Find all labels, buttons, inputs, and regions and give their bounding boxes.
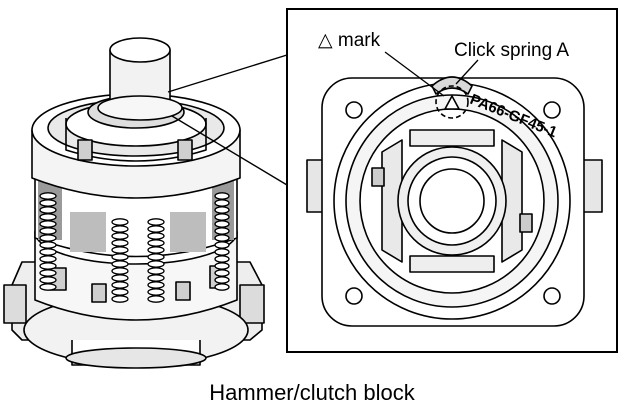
spring-coil [39, 255, 57, 263]
spindle-top [109, 37, 171, 63]
spring-coil [214, 234, 230, 242]
spring-coil [147, 288, 165, 296]
base-tab-left [3, 284, 27, 324]
spring-coil [147, 218, 165, 226]
bolt-hole-br [543, 287, 561, 305]
spring-coil [111, 218, 129, 226]
spring-coil [214, 220, 230, 228]
housing-top-view [306, 76, 603, 327]
spring-coil [147, 260, 165, 268]
spring-coil [39, 227, 57, 235]
coil-springs [39, 192, 230, 303]
spring-coil [39, 262, 57, 270]
spring-coil [39, 199, 57, 207]
triangle-icon [443, 94, 461, 110]
spring-coil [39, 283, 57, 291]
triangle-mark-label: △ mark [318, 30, 381, 51]
spring-coil [111, 274, 129, 282]
spring-coil [39, 248, 57, 256]
spring-coil [214, 213, 230, 221]
spring-coil [214, 199, 230, 207]
spring-coil [39, 192, 57, 200]
spring-coil [111, 267, 129, 275]
spring-coil [111, 239, 129, 247]
bolt-hole-tr [543, 101, 561, 119]
spring-coil [147, 225, 165, 233]
spring-coil [214, 269, 230, 277]
spring-coil [39, 213, 57, 221]
triangle-mark-highlight [435, 85, 469, 119]
spring-coil [111, 232, 129, 240]
spring-coil [147, 281, 165, 289]
bolt-hole-bl [345, 287, 363, 305]
spring-coil [147, 274, 165, 282]
triangle-mark [435, 85, 469, 119]
spring-coil [214, 255, 230, 263]
spring-coil [147, 232, 165, 240]
spring-coil [39, 269, 57, 277]
spring-coil [214, 206, 230, 214]
spring-coil [111, 260, 129, 268]
spring-coil [111, 225, 129, 233]
center-bore-inner [419, 168, 485, 234]
block-upper [31, 37, 241, 199]
spring-coil [147, 253, 165, 261]
click-spring-label: Click spring A [454, 40, 569, 61]
spring-coil [111, 281, 129, 289]
spring-coil [147, 239, 165, 247]
leader-lines [384, 51, 479, 97]
spring-coil [39, 206, 57, 214]
spring-coil [214, 283, 230, 291]
spring-coil [214, 241, 230, 249]
spring-coil [39, 276, 57, 284]
block-perspective-view [3, 169, 265, 369]
spring-coil [147, 267, 165, 275]
figure-caption: Hammer/clutch block [209, 380, 415, 405]
spring-coil [111, 295, 129, 303]
spring-coil [39, 234, 57, 242]
spring-coil [111, 288, 129, 296]
spring-coil [39, 241, 57, 249]
spring-coil [214, 276, 230, 284]
spring-coil [39, 220, 57, 228]
spring-coil [111, 246, 129, 254]
callout-lines [167, 54, 288, 186]
base-tab-right [239, 284, 265, 324]
spring-coil [214, 192, 230, 200]
spring-coil [214, 262, 230, 270]
spring-coil [147, 295, 165, 303]
spring-coil [147, 246, 165, 254]
spring-coil [214, 248, 230, 256]
spring-coil [214, 227, 230, 235]
bolt-hole-tl [345, 101, 363, 119]
spring-coil [111, 253, 129, 261]
